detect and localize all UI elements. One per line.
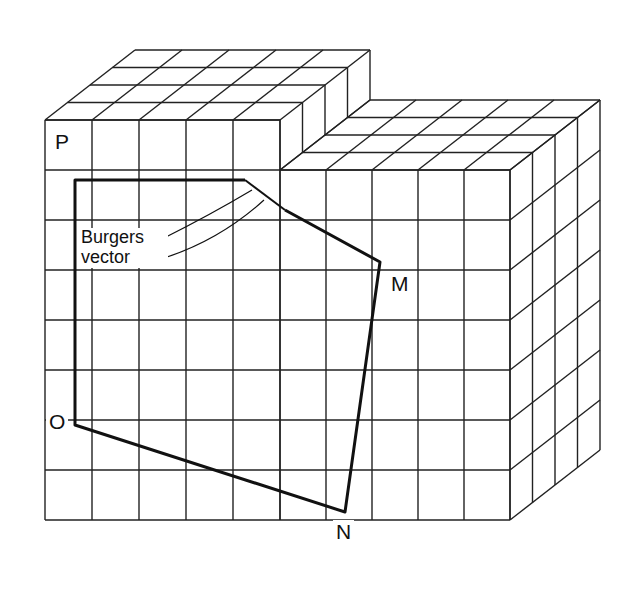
lattice-line: [577, 118, 578, 468]
circuit-path: [75, 180, 380, 512]
lattice-line: [280, 169, 510, 170]
burgers-vector-segment: [245, 180, 285, 210]
lattice-line: [45, 319, 280, 320]
lattice-line: [554, 135, 555, 485]
lattice-line: [280, 469, 510, 470]
lattice-line: [279, 170, 280, 520]
lattice-line: [280, 219, 510, 220]
point-label: M: [388, 272, 412, 295]
lattice-line: [90, 84, 325, 85]
lattice-line: [325, 170, 326, 520]
lattice-line: [599, 100, 600, 450]
lattice-line: [463, 170, 464, 520]
lattice-line: [509, 170, 510, 520]
callout-label: Burgers vector: [78, 228, 168, 268]
lattice-line: [280, 419, 510, 420]
lattice-line: [135, 49, 370, 50]
point-label: O: [46, 410, 68, 433]
lattice-line: [45, 519, 280, 520]
lattice-grid: [45, 50, 600, 520]
lattice-line: [348, 117, 578, 118]
lattice-line: [371, 170, 372, 520]
lattice-line: [280, 519, 510, 520]
lattice-line: [532, 153, 533, 503]
lattice-line: [68, 102, 303, 103]
lattice-line: [45, 269, 280, 270]
lattice-line: [279, 120, 280, 170]
lattice-line: [417, 170, 418, 520]
lattice-line: [509, 170, 510, 520]
lattice-line: [280, 169, 510, 170]
point-label: N: [333, 520, 354, 543]
lattice-line: [113, 67, 348, 68]
lattice-line: [45, 419, 280, 420]
lattice-line: [370, 99, 600, 100]
lattice-line: [303, 152, 533, 153]
lattice-line: [280, 269, 510, 270]
lattice-line: [325, 134, 555, 135]
lattice-line: [45, 219, 280, 220]
leader-lines: [164, 190, 264, 258]
lattice-line: [45, 369, 280, 370]
lattice-line: [324, 85, 325, 135]
lattice-line: [369, 50, 370, 100]
lattice-line: [280, 369, 510, 370]
lattice-line: [45, 119, 280, 120]
lattice-line: [280, 319, 510, 320]
lattice-line: [347, 68, 348, 118]
leader-line: [164, 190, 252, 238]
lattice-line: [45, 469, 280, 470]
lattice-line: [302, 103, 303, 153]
lattice-line: [45, 169, 280, 170]
point-label: P: [52, 130, 72, 153]
leader-line: [164, 200, 264, 258]
lattice-line: [45, 119, 280, 120]
burgers-circuit: [75, 180, 380, 512]
